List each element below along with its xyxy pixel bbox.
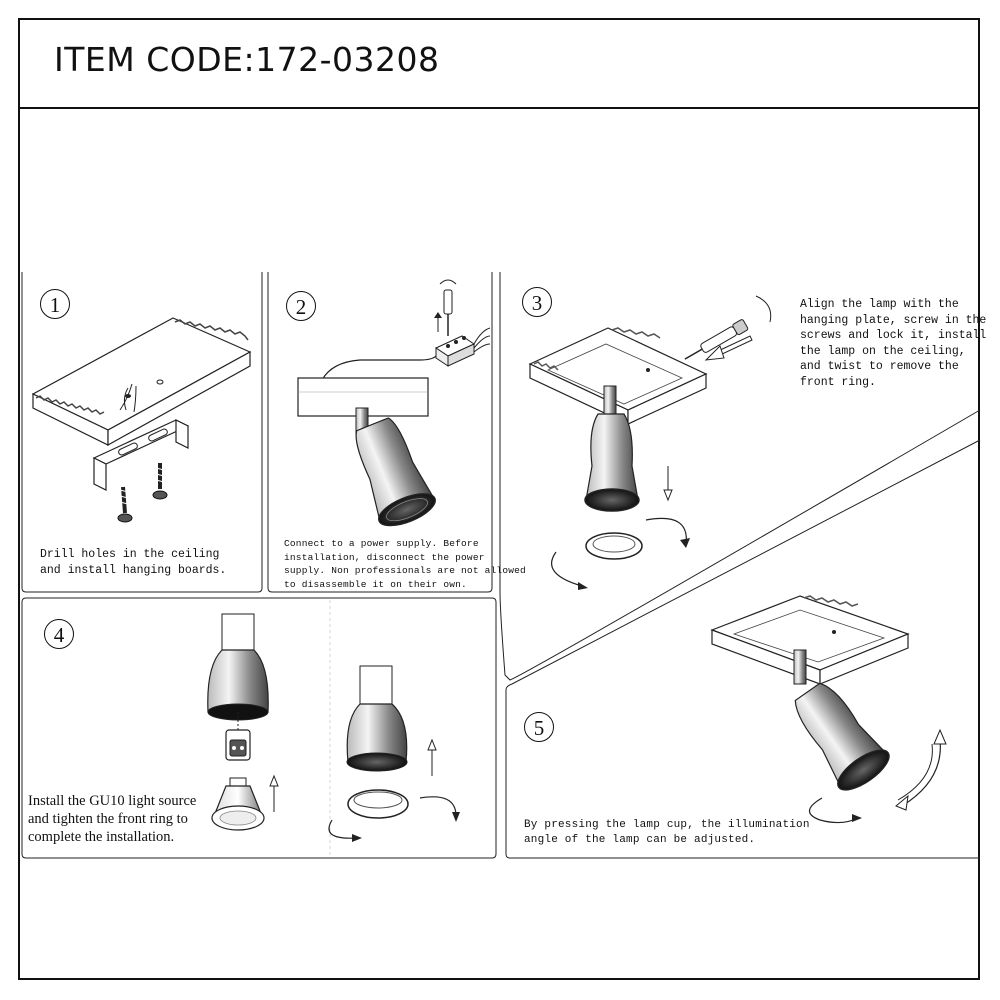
lamp-cup [207,613,269,721]
instruction-line: and twist to remove the [800,360,959,373]
front-ring [585,532,643,560]
adjust-arrow-icon [901,739,941,807]
panel-step-1 [21,272,263,593]
hanging-bracket [92,419,190,491]
gu10-bulb [211,777,265,831]
step-number-2: 2 [286,291,316,321]
step-5-instructions: By pressing the lamp cup, the illuminati… [524,818,810,848]
document-frame [18,18,980,980]
instruction-line: installation, disconnect the power [284,551,485,563]
instruction-line: and install hanging boards. [40,563,227,577]
panel-step-2 [267,272,493,593]
instruction-line: Align the lamp with the [800,298,959,311]
arrow-icon [427,738,437,776]
step-number-4: 4 [44,619,74,649]
screw-icon [152,463,168,500]
step-number-5: 5 [524,712,554,742]
step-number-1: 1 [40,289,70,319]
rotate-arrow-icon [419,796,457,817]
instruction-line: angle of the lamp can be adjusted. [524,834,756,846]
instruction-line: Connect to a power supply. Before [284,538,479,549]
screwdriver-icon [439,279,457,336]
step-3-instructions: Align the lamp with the hanging plate, s… [800,297,986,390]
lamp-cup [355,417,436,527]
instruction-line: the lamp on the ceiling, [800,344,966,358]
gu10-socket [225,729,251,761]
instruction-line: to disassemble it on their own. [284,578,467,590]
lamp-cup [346,665,408,772]
lamp-cup [584,413,640,512]
rotate-arrow-icon [808,797,859,824]
panel-step-3 [499,272,981,681]
arrow-icon [269,774,279,812]
arrow-icon [663,466,673,502]
screw-icon [117,486,133,523]
header-bar: ITEM CODE:172-03208 [18,18,980,109]
instruction-line: Install the GU10 light source [28,793,197,809]
front-ring [347,789,409,819]
panel-step-5 [505,439,981,859]
rotate-arrow-icon [551,551,583,587]
terminal-block [434,327,491,367]
item-code-title: ITEM CODE:172-03208 [54,40,440,79]
screwdriver-icon [684,319,749,360]
ceiling-plate [710,595,910,685]
step-number-3: 3 [522,287,552,317]
rotate-arrow-icon [645,517,687,545]
instruction-line: and tighten the front ring to [28,811,188,827]
instruction-line: By pressing the lamp cup, the illuminati… [524,819,810,831]
ceiling-slab [31,317,252,447]
step-1-instructions: Drill holes in the ceiling and install h… [40,547,226,578]
step-2-instructions: Connect to a power supply. Before instal… [284,537,526,591]
instruction-line: front ring. [800,375,876,389]
ceiling-plate [528,327,708,425]
instruction-line: hanging plate, screw in the [800,313,987,327]
instruction-line: Drill holes in the ceiling [40,548,220,561]
step-4-instructions: Install the GU10 light source and tighte… [28,792,196,846]
rotate-arrow-icon [328,819,357,839]
arrow-icon [704,335,753,361]
instruction-line: screws and lock it, install [800,329,987,342]
instruction-line: supply. Non professionals are not allowe… [284,565,526,576]
panel-step-4 [21,597,497,859]
instruction-line: complete the installation. [28,829,175,845]
lamp-cup [794,682,890,791]
